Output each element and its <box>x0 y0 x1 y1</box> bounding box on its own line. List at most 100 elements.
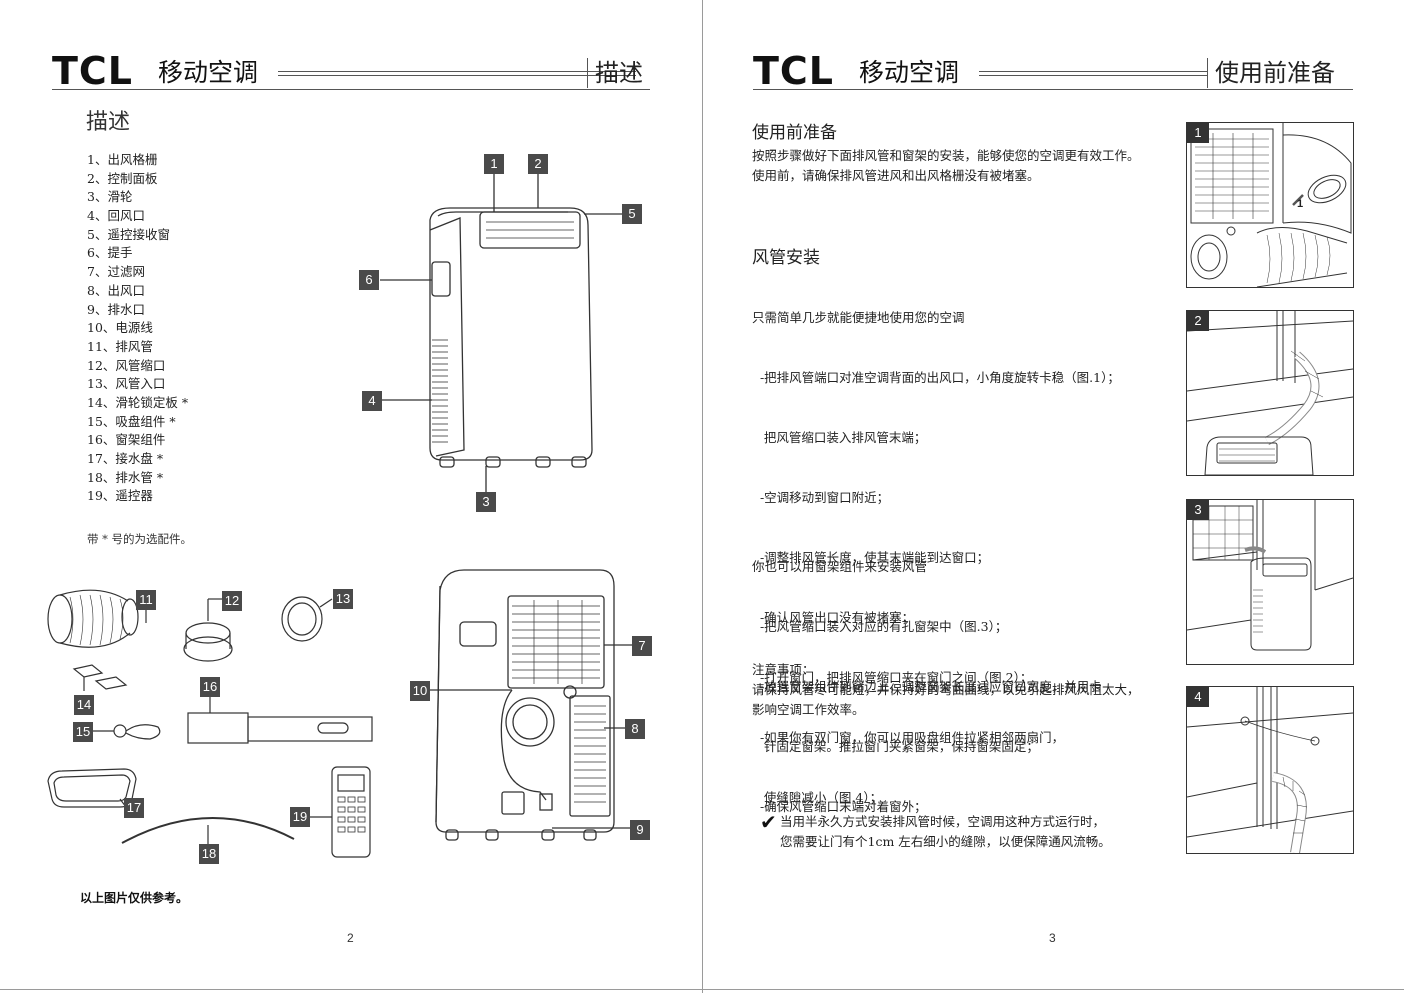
duct-line: -把排风管端口对准空调背面的出风口，小角度旋转卡稳（图.1）； <box>752 370 1120 385</box>
left-header: TCL 移动空调 描述 <box>52 52 650 92</box>
figure-number: 3 <box>1187 500 1209 520</box>
duct-line: -确认风管出口没有被堵塞； <box>752 610 915 625</box>
page-number: 3 <box>1049 931 1056 945</box>
section-title: 描述 <box>595 59 643 87</box>
list-item: 14、滑轮锁定板 * <box>87 394 189 410</box>
caution-text: 注意事项： 请保持风管尽可能短，并保持好的弯曲曲线，以免引起排风风阻太大， 影响… <box>752 660 1140 720</box>
product-name: 移动空调 <box>859 58 960 87</box>
page-spine <box>702 0 703 993</box>
caution-line: 影响空调工作效率。 <box>752 702 865 717</box>
figure-number: 4 <box>1187 687 1209 707</box>
callout-11: 11 <box>136 590 156 610</box>
header-underline <box>52 89 650 90</box>
brand-logo: TCL <box>753 49 835 93</box>
fig1-step-label: 1 <box>1297 198 1303 210</box>
figure-2-drawing <box>1187 311 1353 475</box>
figure-number: 2 <box>1187 311 1209 331</box>
parts-list: 1、出风格栅 2、控制面板 3、滑轮 4、回风口 5、遥控接收窗 6、提手 7、… <box>87 151 188 506</box>
window-line: -确保风管缩口末端对着窗外； <box>752 799 927 814</box>
callout-9: 9 <box>630 820 650 840</box>
list-item: 16、窗架组件 <box>87 432 166 448</box>
list-item: 19、遥控器 <box>87 488 153 504</box>
product-name: 移动空调 <box>158 58 259 87</box>
reference-note: 以上图片仅供参考。 <box>80 891 189 905</box>
list-item: 1、出风格栅 <box>87 152 158 167</box>
callout-10: 10 <box>410 681 430 701</box>
header-rule <box>979 71 1207 72</box>
list-item: 6、提手 <box>87 245 133 261</box>
callout-12: 12 <box>222 591 242 611</box>
duct-line: -调整排风管长度，使其末端能到达窗口； <box>752 550 990 565</box>
list-item: 8、出风口 <box>87 282 145 298</box>
callout-2: 2 <box>528 154 548 174</box>
duct-line: 使缝隙减小（图.4）； <box>752 790 883 805</box>
callout-15: 15 <box>73 722 93 742</box>
right-page: TCL 移动空调 使用前准备 使用前准备 按照步骤做好下面排风管和窗架的安装，能… <box>703 0 1404 993</box>
header-rule <box>278 71 636 72</box>
header-separator <box>587 58 588 88</box>
tip-line: 当用半永久方式安装排风管时候，空调用这种方式运行时， <box>780 814 1106 829</box>
list-item: 2、控制面板 <box>87 170 158 186</box>
callout-7: 7 <box>632 636 652 656</box>
brand-logo: TCL <box>52 49 134 93</box>
list-item: 15、吸盘组件 * <box>87 413 176 429</box>
callout-17: 17 <box>124 798 144 818</box>
header-underline <box>753 89 1353 90</box>
header-rule-2 <box>979 75 1207 76</box>
page-heading: 描述 <box>86 110 131 135</box>
figure-2: 2 <box>1186 310 1354 476</box>
list-item: 9、排水口 <box>87 301 145 317</box>
callout-5: 5 <box>622 204 642 224</box>
intro-line: 使用前，请确保排风管进风和出风格栅没有被堵塞。 <box>752 168 1040 183</box>
page-bottom-rule <box>0 989 1404 990</box>
figure-4-drawing <box>1187 687 1353 853</box>
intro-line: 按照步骤做好下面排风管和窗架的安装，能够使您的空调更有效工作。 <box>752 148 1140 163</box>
list-item: 13、风管入口 <box>87 376 166 392</box>
tip-text: 当用半永久方式安装排风管时候，空调用这种方式运行时， 您需要让门有个1cm 左右… <box>780 812 1111 852</box>
figure-4: 4 <box>1186 686 1354 854</box>
callout-16: 16 <box>200 677 220 697</box>
optional-parts-note: 带 * 号的为选配件。 <box>87 532 193 546</box>
intro-text: 按照步骤做好下面排风管和窗架的安装，能够使您的空调更有效工作。 使用前，请确保排… <box>752 146 1140 186</box>
list-item: 12、风管缩口 <box>87 357 166 373</box>
window-line: 针固定窗架。推拉窗门夹紧窗架，保持窗架固定； <box>752 739 1039 754</box>
figure-number: 1 <box>1187 123 1209 143</box>
page-heading: 使用前准备 <box>752 123 837 143</box>
window-kit-steps: 你也可以用窗架组件来安装风管 -把风管缩口装入对应的有孔窗架中（图.3）； -放… <box>752 517 1102 857</box>
figure-3: 3 <box>1186 499 1354 665</box>
page-number: 2 <box>347 931 354 945</box>
list-item: 17、接水盘 * <box>87 451 164 466</box>
header-separator <box>1207 58 1208 88</box>
callout-14: 14 <box>74 695 94 715</box>
accessories-illustration <box>47 589 373 858</box>
duct-line: 把风管缩口装入排风管末端； <box>752 430 927 445</box>
caution-line: 请保持风管尽可能短，并保持好的弯曲曲线，以免引起排风风阻太大， <box>752 682 1140 697</box>
duct-line: -如果你有双门窗，你可以用吸盘组件拉紧相邻两扇门， <box>752 730 1065 745</box>
check-icon: ✔ <box>760 810 777 834</box>
front-unit-illustration <box>380 172 622 494</box>
caution-line: 注意事项： <box>752 662 815 677</box>
list-item: 4、回风口 <box>87 208 145 224</box>
callout-4: 4 <box>362 391 382 411</box>
list-item: 3、滑轮 <box>87 189 133 205</box>
rear-unit-illustration <box>430 569 632 841</box>
duct-line: -空调移动到窗口附近； <box>752 490 890 505</box>
callout-6: 6 <box>359 270 379 290</box>
callout-18: 18 <box>199 844 219 864</box>
window-line: -把风管缩口装入对应的有孔窗架中（图.3）； <box>752 619 1008 634</box>
list-item: 10、电源线 <box>87 320 153 336</box>
list-item: 5、遥控接收窗 <box>87 226 170 242</box>
duct-steps: 只需简单几步就能便捷地使用您的空调 -把排风管端口对准空调背面的出风口，小角度旋… <box>752 268 1120 848</box>
figure-3-drawing <box>1187 500 1353 651</box>
callout-13: 13 <box>333 589 353 609</box>
left-page: TCL 移动空调 描述 描述 1、出风格栅 2、控制面板 3、滑轮 4、回风口 … <box>47 52 652 945</box>
window-line: 你也可以用窗架组件来安装风管 <box>752 559 928 574</box>
window-line: -放置窗架组件到窗边上，调整窗架长度适应窗口宽度，并用卡 <box>752 679 1102 694</box>
list-item: 11、排风管 <box>87 338 153 354</box>
section-title: 使用前准备 <box>1215 59 1335 87</box>
header-rule-2 <box>278 75 636 76</box>
figure-1-drawing: 1 <box>1190 123 1352 287</box>
duct-line: 只需简单几步就能便捷地使用您的空调 <box>752 310 965 325</box>
list-item: 18、排水管 * <box>87 469 164 485</box>
list-item: 7、过滤网 <box>87 264 145 280</box>
